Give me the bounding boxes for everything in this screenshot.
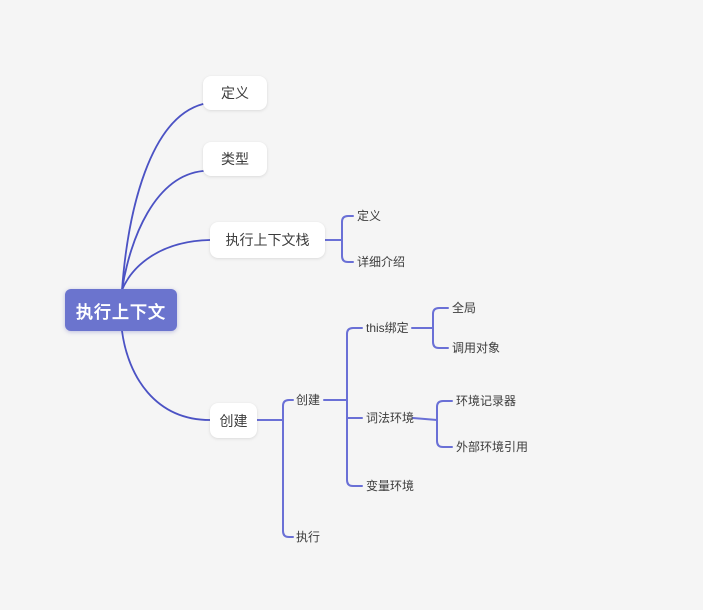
node-outer-env-ref[interactable]: 外部环境引用 — [456, 440, 529, 454]
connector-create-bracket — [282, 399, 294, 538]
connector-root-type — [121, 170, 204, 291]
connector-stack-bracket — [341, 215, 354, 263]
node-env-recorder[interactable]: 环境记录器 — [456, 394, 517, 408]
node-call-object[interactable]: 调用对象 — [452, 341, 501, 355]
node-stack-definition[interactable]: 定义 — [357, 209, 382, 223]
node-this-binding[interactable]: this绑定 — [366, 321, 409, 335]
connector-lexical-env-bracket — [436, 400, 453, 448]
node-global[interactable]: 全局 — [452, 301, 477, 315]
node-stack[interactable]: 执行上下文栈 — [210, 222, 325, 258]
node-execute-phase[interactable]: 执行 — [296, 530, 321, 544]
node-lexical-env[interactable]: 词法环境 — [366, 411, 415, 425]
node-create-phase[interactable]: 创建 — [296, 393, 321, 407]
node-type[interactable]: 类型 — [203, 142, 267, 176]
connector-root-create — [121, 330, 211, 421]
connector-this-binding-bracket — [432, 307, 449, 349]
connector-root-stack — [121, 239, 211, 291]
connector-lexical-env-stub — [412, 417, 438, 421]
node-variable-env[interactable]: 变量环境 — [366, 479, 415, 493]
node-stack-detail[interactable]: 详细介绍 — [357, 255, 406, 269]
node-root[interactable]: 执行上下文 — [65, 289, 177, 331]
node-definition[interactable]: 定义 — [203, 76, 267, 110]
connector-create-phase-bracket — [346, 327, 363, 487]
node-create[interactable]: 创建 — [210, 403, 257, 438]
connector-root-definition — [121, 103, 204, 291]
